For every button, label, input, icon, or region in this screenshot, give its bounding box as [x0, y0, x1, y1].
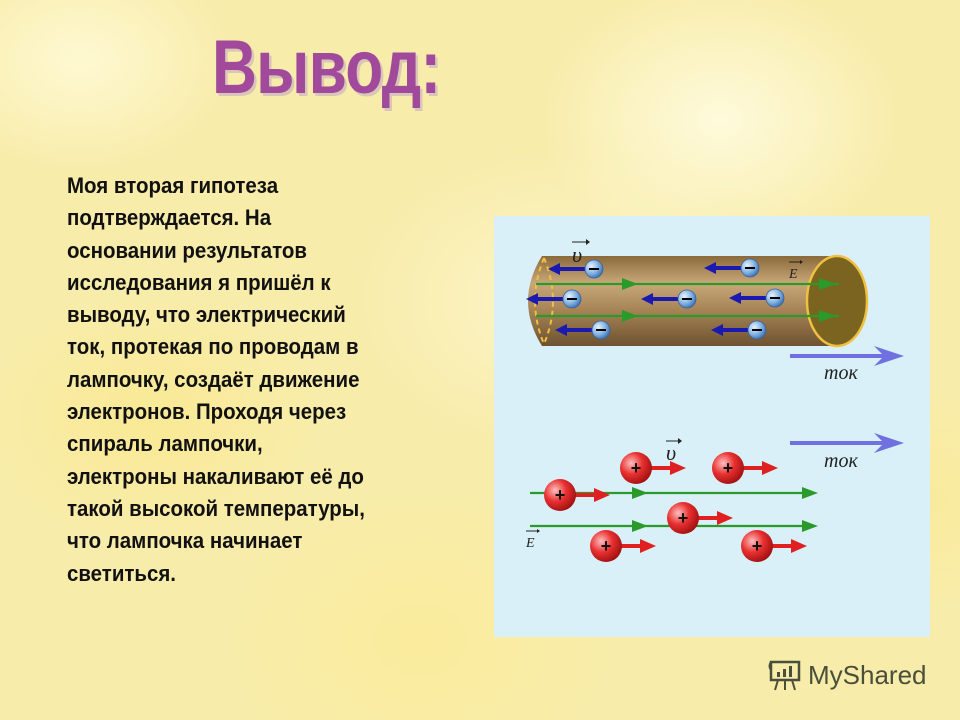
svg-text:+: +: [631, 458, 642, 478]
svg-text:+: +: [678, 508, 689, 528]
watermark-logo[interactable]: MyShared: [768, 655, 927, 695]
svg-text:υ: υ: [666, 440, 676, 465]
svg-text:+: +: [601, 536, 612, 556]
field-label-bottom: E: [525, 529, 540, 551]
svg-text:+: +: [752, 536, 763, 556]
diagram-graphic: υ E ток ток υ: [525, 239, 904, 562]
positive-charges: + + + + + +: [544, 452, 807, 562]
electric-current-diagram: υ E ток ток υ: [494, 216, 930, 637]
watermark-brand: MyShared: [808, 659, 927, 690]
electric-field-lines-top: [536, 278, 839, 322]
velocity-label-bottom: υ: [666, 438, 682, 465]
presentation-board-icon: [768, 660, 801, 691]
svg-text:+: +: [723, 458, 734, 478]
electrons: [526, 258, 785, 340]
slide-body-text: Моя вторая гипотеза подтверждается. На о…: [67, 173, 365, 586]
svg-text:+: +: [555, 485, 566, 505]
svg-text:ток: ток: [824, 450, 858, 472]
slide-title: Вывод:: [212, 25, 441, 110]
svg-text:E: E: [525, 536, 535, 551]
velocity-label-top: υ: [572, 239, 590, 267]
field-label-top: E: [788, 260, 803, 282]
svg-text:E: E: [788, 267, 798, 282]
svg-text:ток: ток: [824, 362, 858, 384]
svg-text:υ: υ: [572, 242, 582, 267]
current-arrow-bottom: ток: [790, 433, 904, 472]
current-arrow-top: ток: [790, 346, 904, 384]
